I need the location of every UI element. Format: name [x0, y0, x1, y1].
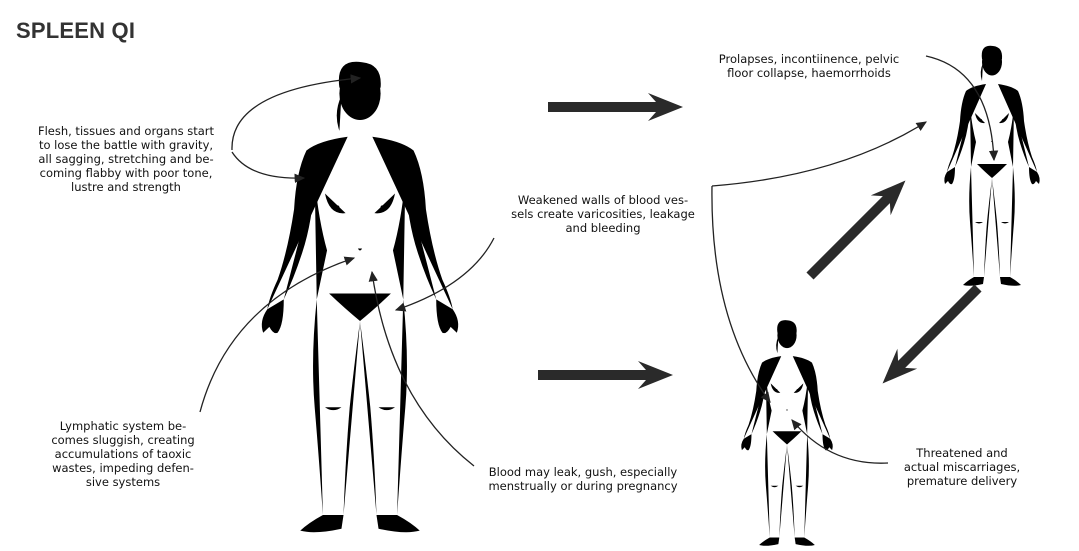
pointer-flesh-to-arm: [231, 151, 306, 184]
caption-vessels: Weakened walls of blood ves- sels create…: [511, 193, 695, 235]
caption-flesh: Flesh, tissues and organs start to lose …: [37, 124, 215, 194]
pointer-vessels-to-leg: [394, 237, 495, 312]
pointer-flesh-to-face: [231, 74, 362, 151]
pointer-miscarriage-to-figure: [791, 419, 889, 464]
block-arrow-down-left: [882, 284, 982, 384]
block-arrow-bottom: [538, 361, 673, 389]
pointer-lymph-to-groin: [199, 256, 356, 413]
pointer-bracket-to-upper-figure: [711, 121, 927, 187]
pointer-bracket-to-lower-figure: [711, 185, 771, 403]
lower-right-figure-icon: [741, 320, 833, 546]
page-title: SPLEEN QI: [16, 18, 136, 43]
caption-blood: Blood may leak, gush, especially menstru…: [488, 465, 678, 493]
caption-prolapses: Prolapses, incontiinence, pelvic floor c…: [718, 52, 900, 80]
caption-lymphatic: Lymphatic system be- comes sluggish, cre…: [51, 419, 195, 489]
caption-miscarriage: Threatened and actual miscarriages, prem…: [903, 446, 1021, 488]
pointer-blood-to-groin: [368, 270, 475, 467]
upper-right-figure-icon: [944, 45, 1040, 286]
pointer-prolapse-down: [925, 55, 999, 162]
block-arrow-top: [548, 93, 683, 121]
block-arrow-up-right: [806, 180, 906, 280]
